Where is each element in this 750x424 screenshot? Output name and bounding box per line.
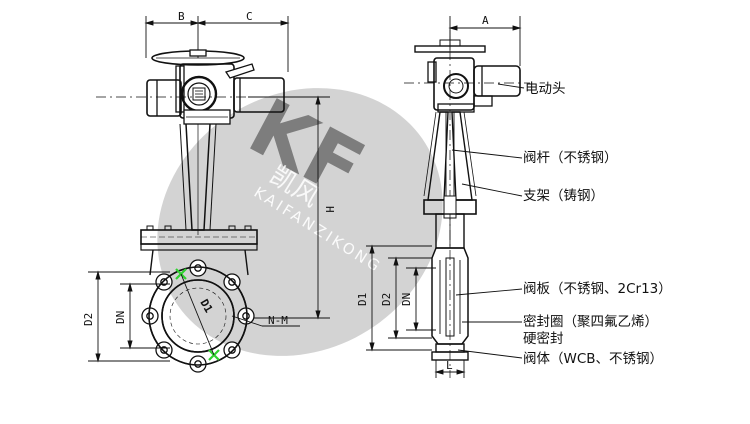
actuator-motor-left: [146, 79, 182, 117]
front-view: [88, 16, 330, 373]
label-c: C: [246, 10, 253, 23]
callout-bracket: 支架（铸钢）: [523, 188, 604, 204]
dim-d1-side: [366, 244, 432, 352]
dim-d2-side: [388, 256, 432, 340]
side-view: [366, 16, 530, 378]
label-h: H: [323, 206, 336, 213]
actuator-motor-right: [233, 77, 285, 113]
dim-l: [434, 360, 466, 378]
dim-dn-front: [120, 282, 170, 350]
label-nm: N-M: [268, 314, 288, 327]
label-d2-front: D2: [82, 313, 95, 326]
callout-body: 阀体（WCB、不锈钢）: [523, 351, 663, 367]
label-b: B: [178, 10, 185, 23]
label-d1-side: D1: [356, 293, 369, 306]
label-dn-front: DN: [114, 311, 127, 324]
dim-d2-front: [88, 270, 170, 363]
callout-gate: 阀板（不锈钢、2Cr13）: [523, 281, 672, 297]
d1-diagonal: [180, 273, 215, 356]
label-a: A: [482, 14, 489, 27]
callout-actuator: 电动头: [525, 81, 566, 97]
callout-stem: 阀杆（不锈钢）: [523, 150, 618, 166]
dim-h: [248, 95, 330, 320]
callout-leaders: [451, 83, 525, 359]
label-d1-front: D1: [197, 297, 215, 315]
callout-seal-ring: 密封圈（聚四氟乙烯）: [523, 313, 658, 330]
callout-hard-seal: 硬密封: [523, 330, 564, 347]
label-dn-side: DN: [400, 293, 413, 306]
dim-dn-side: [406, 266, 436, 332]
label-l: L: [446, 359, 453, 372]
label-d2-side: D2: [380, 293, 393, 306]
